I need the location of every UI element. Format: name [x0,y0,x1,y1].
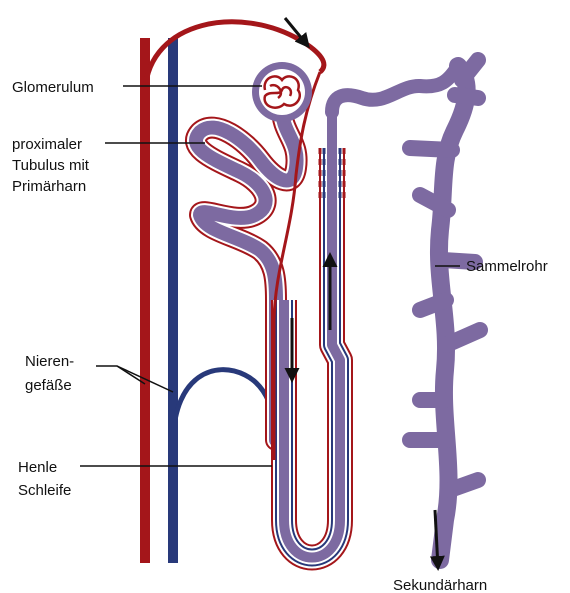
label-nieren-2: gefäße [25,377,72,394]
renal-vein [168,38,178,563]
label-proximal-2: Tubulus mit [12,157,90,174]
collecting-duct [410,60,480,560]
glomerulus [252,62,312,122]
distal-tubule [332,66,458,112]
label-sekundaerharn: Sekundärharn [393,577,487,593]
label-nieren-1: Nieren- [25,353,74,370]
label-proximal-3: Primärharn [12,178,86,195]
label-henle-2: Schleife [18,482,71,499]
label-glomerulum: Glomerulum [12,79,94,96]
renal-artery [140,38,150,563]
label-proximal-1: proximaler [12,136,82,153]
label-sammelrohr: Sammelrohr [466,258,548,275]
vein-arc [173,370,275,450]
label-henle-1: Henle [18,459,57,476]
